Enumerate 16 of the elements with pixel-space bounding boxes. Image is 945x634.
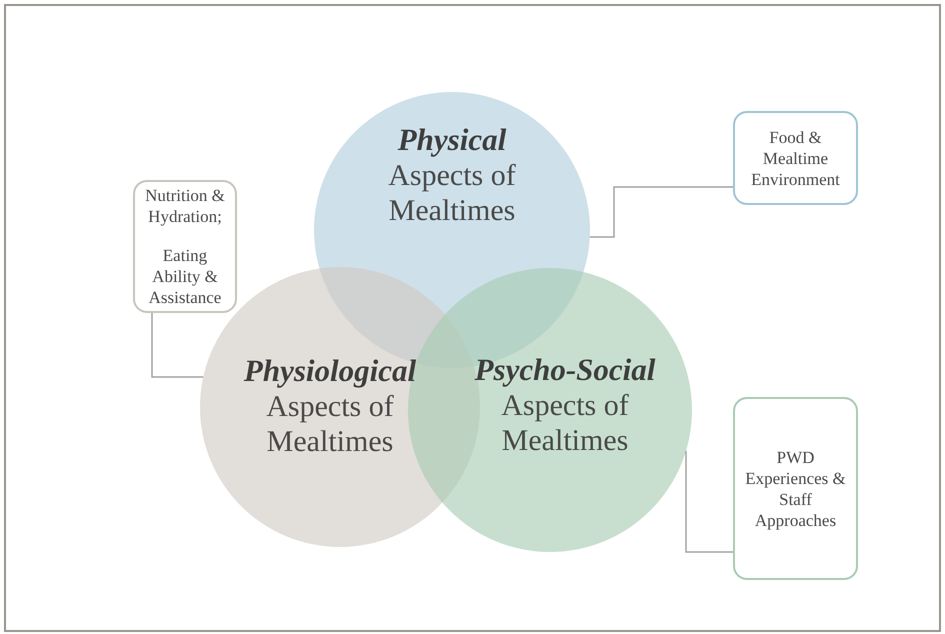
callout-box bbox=[133, 180, 237, 313]
circle-title: Physiological bbox=[244, 353, 416, 389]
circle-subtitle: Aspects of Mealtimes bbox=[387, 158, 517, 228]
leader-line bbox=[685, 450, 733, 553]
leader-line bbox=[151, 313, 204, 378]
circle-title: Psycho-Social bbox=[474, 352, 656, 388]
callout-box bbox=[733, 111, 858, 205]
circle-title: Physical bbox=[398, 122, 506, 158]
leader-line bbox=[590, 186, 733, 238]
callout-text: PWD Experiences & Staff Approaches bbox=[744, 446, 847, 530]
circle-subtitle: Aspects of Mealtimes bbox=[265, 389, 395, 459]
circle-subtitle: Aspects of Mealtimes bbox=[500, 388, 630, 458]
callout-text: Food & Mealtime Environment bbox=[750, 126, 841, 190]
callout-box bbox=[733, 397, 858, 580]
callout-text: Nutrition & Hydration; bbox=[144, 185, 226, 227]
callout-text: Eating Ability & Assistance bbox=[148, 245, 222, 308]
